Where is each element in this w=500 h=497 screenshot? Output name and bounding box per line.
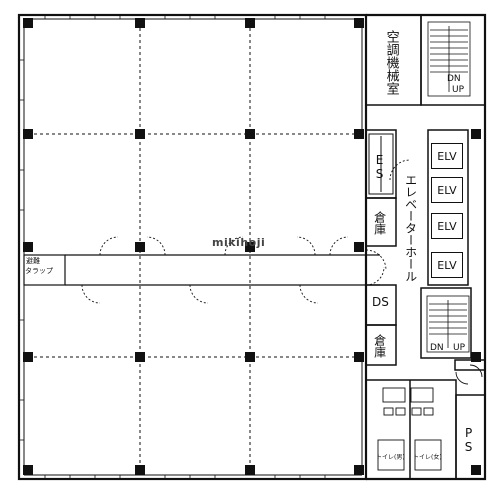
stair-top-up-label: UP xyxy=(452,85,465,95)
storage-label-2: 倉庫 xyxy=(372,334,387,358)
elevator-3: ELV xyxy=(431,213,463,239)
elevator-2-label: ELV xyxy=(437,183,457,197)
door-swings xyxy=(81,159,411,304)
elevator-4-label: ELV xyxy=(437,258,457,272)
corridor xyxy=(23,254,380,286)
stairs-bottom xyxy=(426,295,470,353)
elevator-4: ELV xyxy=(431,252,463,278)
elevator-3-label: ELV xyxy=(437,219,457,233)
elevator-1: ELV xyxy=(431,143,463,169)
es-label: ES xyxy=(372,153,387,181)
toilet-fixtures xyxy=(377,364,483,471)
toilet-men-label: トイレ(男) xyxy=(376,454,405,461)
evacuation-trap-label-2: タラップ xyxy=(25,267,53,275)
columns xyxy=(23,18,481,475)
stairs-top xyxy=(427,21,471,97)
watermark: mikihoji xyxy=(212,236,266,249)
storage-label-1: 倉庫 xyxy=(372,211,387,235)
es-detail xyxy=(368,133,394,195)
ds-label: DS xyxy=(372,295,389,309)
toilet-women-label: トイレ(女) xyxy=(413,454,442,461)
elevator-2: ELV xyxy=(431,177,463,203)
evacuation-trap-label-1: 避難 xyxy=(26,257,40,265)
grid-lines xyxy=(28,22,360,472)
window-lines xyxy=(23,18,363,476)
elevator-1-label: ELV xyxy=(437,149,457,163)
ac-room-label: 空調機械室 xyxy=(383,29,399,95)
elevator-hall-label: エレベーターホール xyxy=(403,173,418,282)
core-walls xyxy=(365,14,486,480)
stair-bottom-dn-label: DN xyxy=(430,343,444,353)
stair-bottom-up-label: UP xyxy=(453,343,466,353)
window-mullions xyxy=(19,15,326,479)
ps-label: PS xyxy=(461,426,476,454)
stair-top-dn-label: DN xyxy=(447,74,461,84)
